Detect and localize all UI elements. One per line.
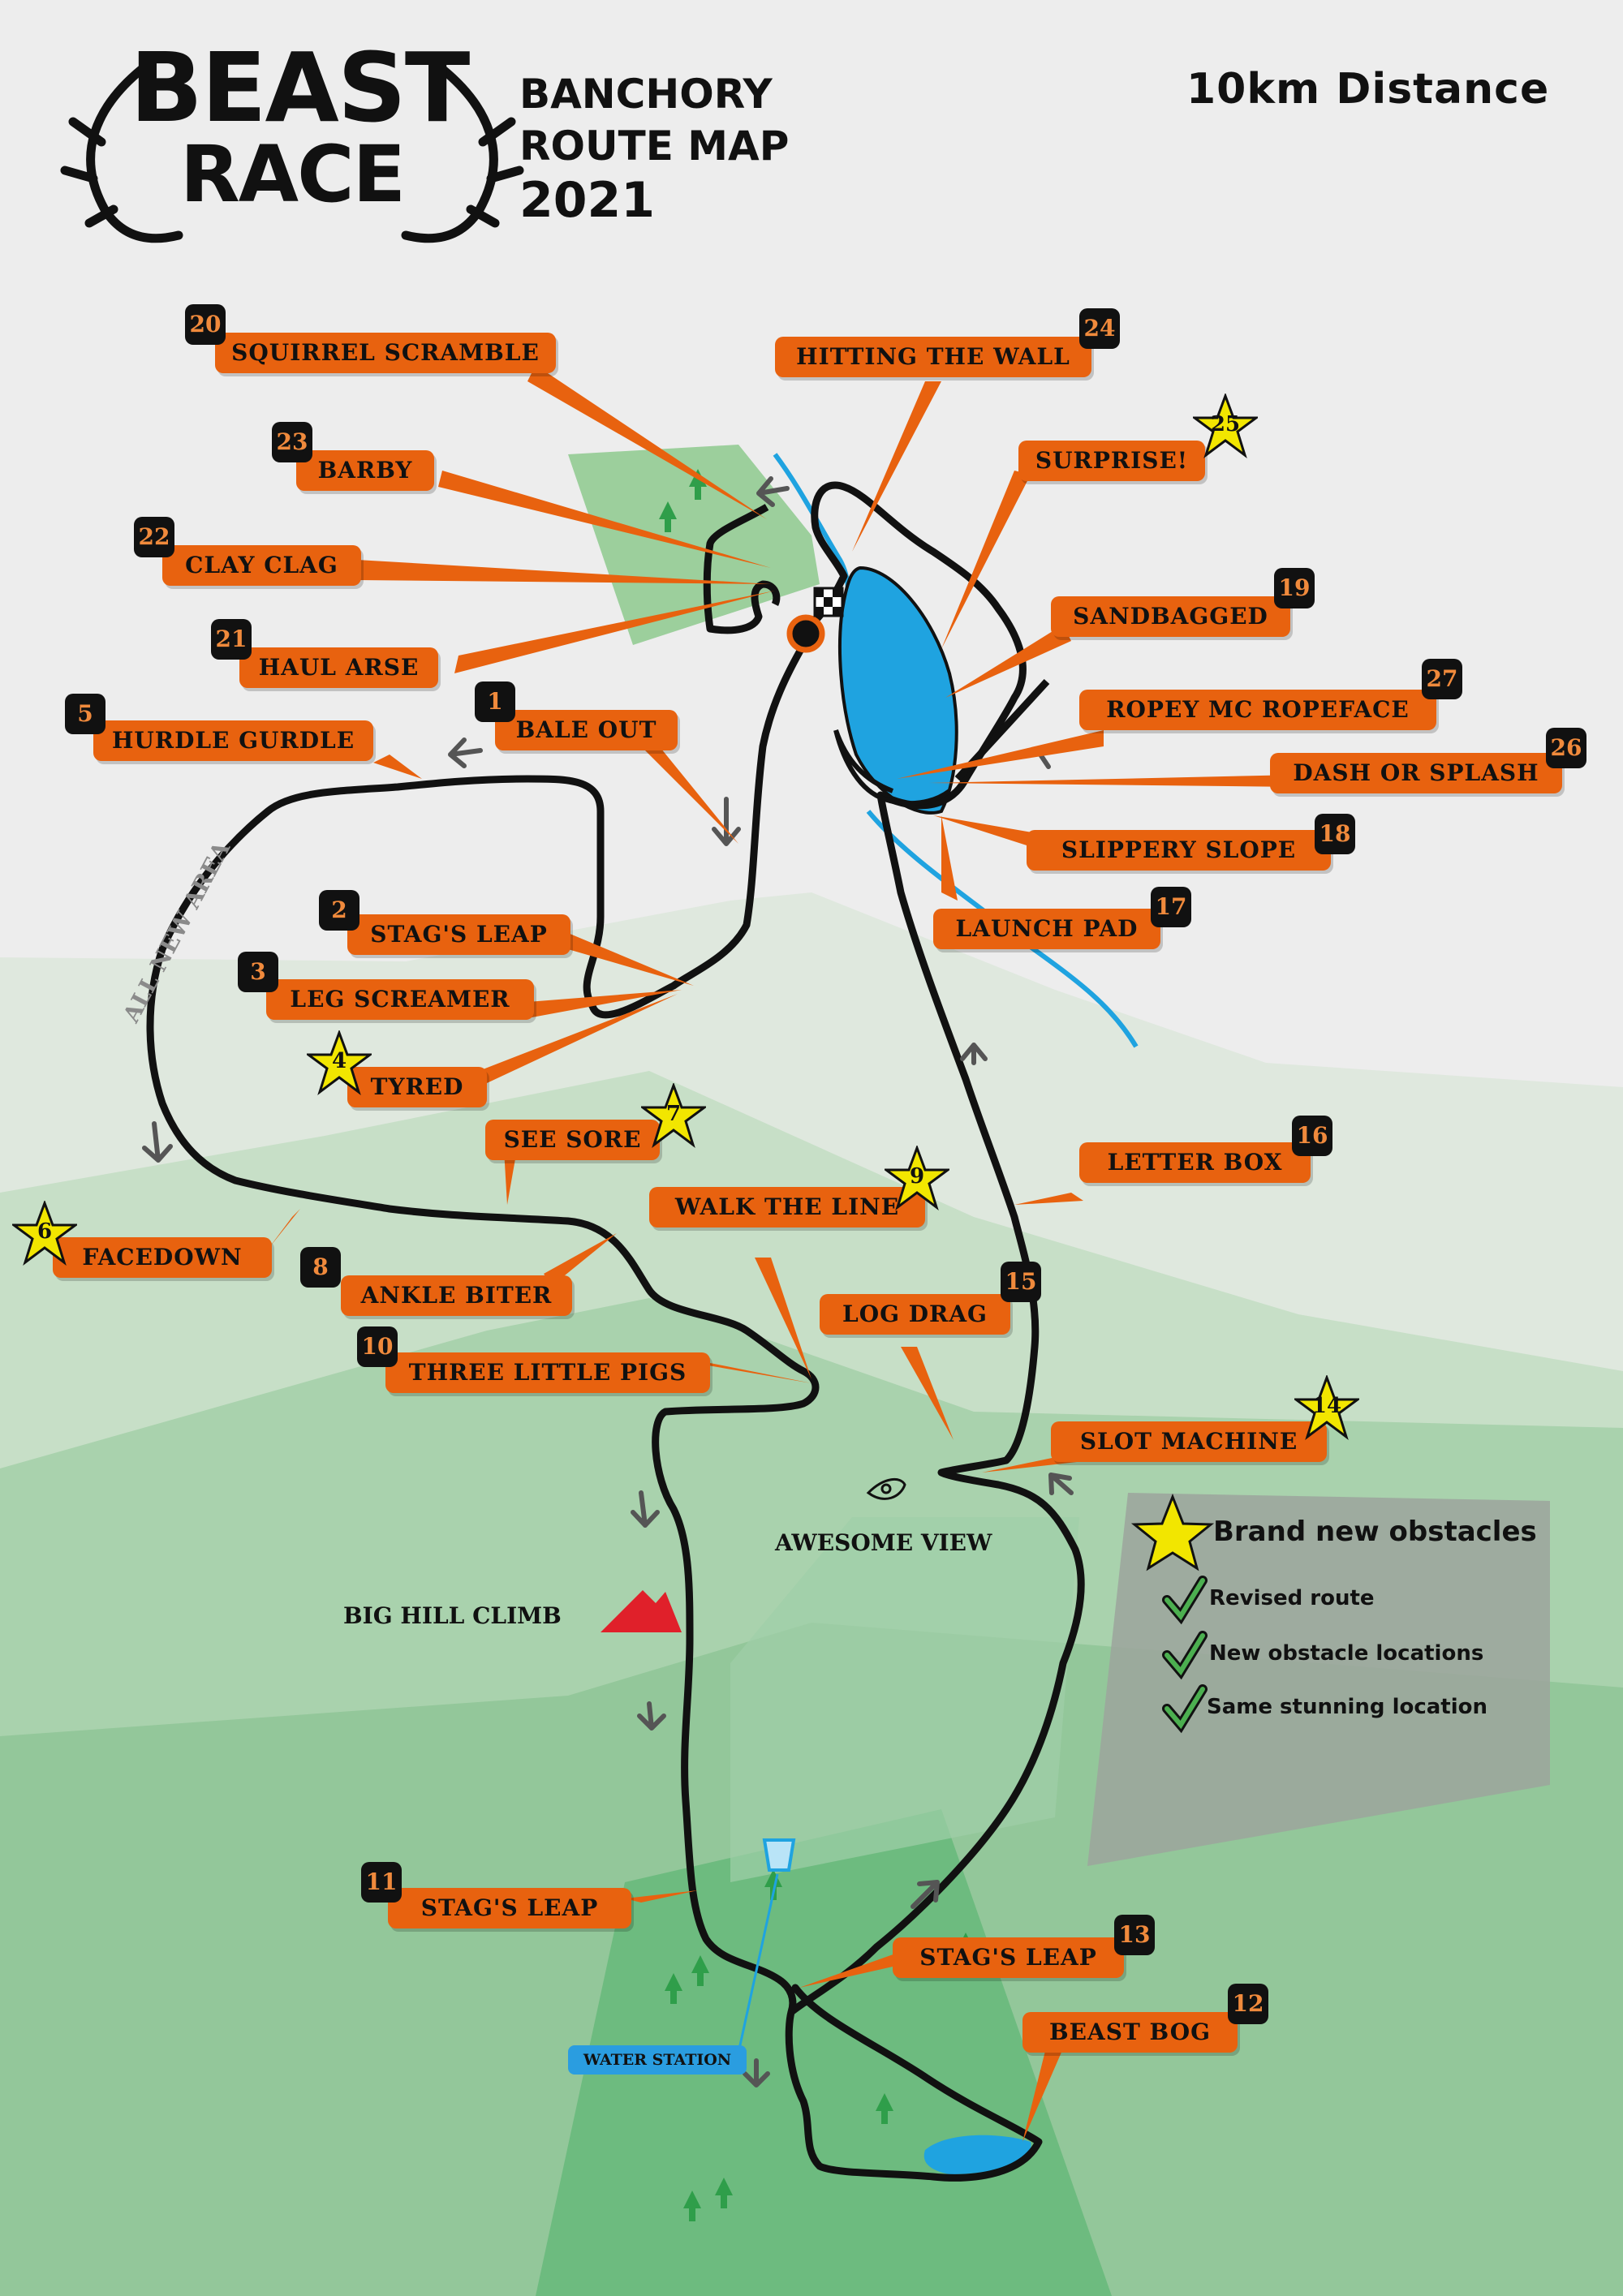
legend-check-icons-fill — [1165, 1578, 1205, 1730]
obstacle-number-5: 5 — [65, 694, 105, 734]
obstacle-label-7: SEE SORE — [485, 1120, 660, 1160]
title-location: BANCHORY — [519, 71, 773, 118]
awesome-view-label: AWESOME VIEW — [775, 1529, 992, 1556]
bog-water — [923, 2135, 1031, 2174]
route-forest-loop — [703, 504, 781, 634]
new-obstacle-star-7: 7 — [641, 1083, 706, 1148]
obstacle-label-5: HURDLE GURDLE — [93, 720, 373, 761]
obstacle-label-2: STAG'S LEAP — [347, 914, 570, 955]
new-obstacle-star-14: 14 — [1294, 1375, 1359, 1440]
obstacle-label-21: HAUL ARSE — [239, 647, 438, 688]
logo-title-line1: BEAST — [130, 32, 470, 144]
obstacle-label-10: THREE LITTLE PIGS — [385, 1352, 710, 1393]
obstacle-number-7: 7 — [665, 1102, 682, 1126]
hill-icon — [601, 1590, 682, 1632]
distance-heading: 10km Distance — [1186, 65, 1550, 114]
obstacle-label-4: TYRED — [347, 1067, 487, 1107]
obstacle-number-26: 26 — [1546, 728, 1586, 768]
big-hill-climb-label: BIG HILL CLIMB — [343, 1602, 562, 1629]
legend-item-new-locations: New obstacle locations — [1209, 1641, 1484, 1666]
obstacle-label-23: BARBY — [296, 450, 434, 491]
obstacle-label-15: LOG DRAG — [820, 1294, 1010, 1335]
logo-title-line2: RACE — [179, 129, 406, 220]
obstacle-label-3: LEG SCREAMER — [266, 979, 534, 1020]
obstacle-label-19: SANDBAGGED — [1051, 596, 1290, 637]
obstacle-number-12: 12 — [1228, 1984, 1268, 2024]
new-obstacle-star-25: 25 — [1193, 393, 1258, 458]
obstacle-label-27: ROPEY MC ROPEFACE — [1079, 690, 1436, 730]
logo-antlers-icon — [60, 64, 524, 243]
obstacle-number-17: 17 — [1151, 887, 1191, 927]
obstacle-label-1: BALE OUT — [495, 710, 678, 750]
legend-item-same-location: Same stunning location — [1207, 1695, 1488, 1719]
obstacle-label-22: CLAY CLAG — [162, 545, 361, 586]
obstacle-number-4: 4 — [331, 1049, 347, 1073]
obstacle-number-25: 25 — [1210, 412, 1241, 436]
title-route-map: ROUTE MAP — [519, 123, 790, 170]
water-station-pointer — [737, 1873, 779, 2053]
obstacle-number-22: 22 — [134, 517, 174, 557]
water-station-label: WATER STATION — [568, 2045, 747, 2075]
obstacle-label-20: SQUIRREL SCRAMBLE — [215, 333, 556, 373]
obstacle-label-9: WALK THE LINE — [649, 1187, 925, 1228]
obstacle-number-6: 6 — [37, 1219, 53, 1244]
new-obstacle-star-4: 4 — [307, 1030, 372, 1095]
obstacle-number-3: 3 — [238, 952, 278, 992]
finish-flag-icon — [813, 587, 844, 617]
map-title: BANCHORY ROUTE MAP 2021 — [519, 68, 789, 229]
legend-item-revised-route: Revised route — [1209, 1586, 1375, 1610]
new-obstacle-star-9: 9 — [885, 1146, 949, 1210]
obstacle-number-11: 11 — [361, 1862, 402, 1903]
obstacle-label-12: BEAST BOG — [1022, 2012, 1238, 2053]
obstacle-label-13: STAG'S LEAP — [893, 1937, 1124, 1978]
obstacle-number-15: 15 — [1001, 1262, 1041, 1302]
route-line — [146, 481, 1085, 2182]
leader-lines — [268, 365, 1298, 2142]
obstacle-number-13: 13 — [1114, 1915, 1155, 1955]
new-obstacle-star-6: 6 — [12, 1201, 77, 1266]
obstacle-number-9: 9 — [909, 1164, 925, 1189]
route-lake-shore — [833, 729, 951, 806]
title-year: 2021 — [519, 172, 655, 229]
obstacle-label-14: SLOT MACHINE — [1051, 1421, 1327, 1462]
obstacle-label-25: SURPRISE! — [1018, 441, 1205, 481]
obstacle-label-16: LETTER BOX — [1079, 1142, 1311, 1183]
obstacle-number-20: 20 — [185, 304, 226, 345]
obstacle-number-16: 16 — [1292, 1116, 1332, 1156]
obstacle-number-8: 8 — [300, 1247, 341, 1288]
obstacle-label-18: SLIPPERY SLOPE — [1027, 830, 1331, 871]
obstacle-number-27: 27 — [1422, 659, 1462, 699]
obstacle-number-19: 19 — [1274, 568, 1315, 608]
obstacle-number-10: 10 — [357, 1326, 398, 1367]
start-marker — [786, 614, 825, 653]
obstacle-label-11: STAG'S LEAP — [388, 1888, 631, 1928]
obstacle-number-24: 24 — [1079, 308, 1120, 349]
obstacle-label-24: HITTING THE WALL — [775, 337, 1091, 377]
forest-area-middle — [730, 1517, 1079, 1882]
obstacle-number-21: 21 — [211, 619, 252, 660]
obstacle-label-8: ANKLE BITER — [341, 1275, 572, 1316]
obstacle-number-23: 23 — [272, 422, 312, 462]
obstacle-number-1: 1 — [475, 681, 515, 722]
obstacle-label-17: LAUNCH PAD — [933, 909, 1160, 949]
direction-arrows — [142, 476, 1074, 2087]
water-cup-icon — [762, 1838, 796, 1872]
obstacle-number-2: 2 — [319, 890, 359, 931]
legend-title: Brand new obstacles — [1213, 1516, 1537, 1548]
eye-icon — [866, 1477, 906, 1500]
obstacle-number-14: 14 — [1311, 1394, 1342, 1418]
obstacle-number-18: 18 — [1315, 814, 1355, 854]
legend-star-icon — [1130, 1493, 1215, 1572]
obstacle-label-26: DASH OR SPLASH — [1270, 753, 1562, 793]
obstacle-label-6: FACEDOWN — [53, 1237, 272, 1278]
